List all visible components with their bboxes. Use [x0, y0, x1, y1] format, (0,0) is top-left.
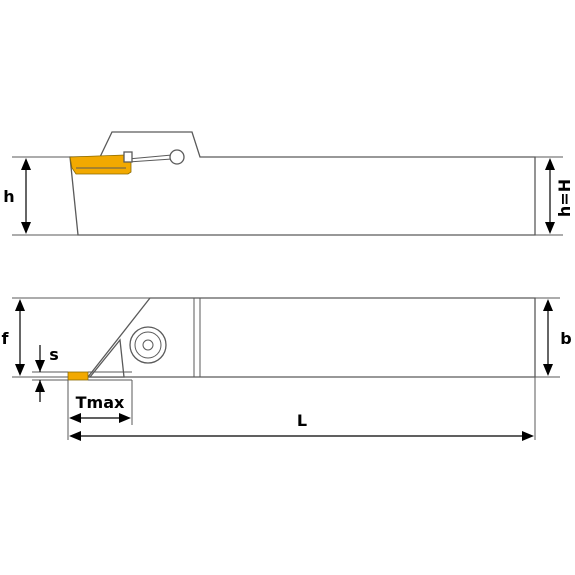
side-view-insert — [69, 154, 132, 175]
side-view — [69, 131, 536, 236]
top-view-insert — [67, 371, 89, 381]
label-length: L — [297, 411, 307, 430]
side-view-clamp-knob — [169, 149, 185, 165]
label-h: h — [3, 187, 14, 206]
dimension-s: s — [32, 345, 68, 402]
label-b: b — [560, 329, 571, 348]
top-view — [67, 297, 536, 381]
label-f: f — [2, 329, 10, 348]
label-s: s — [49, 345, 59, 364]
top-view-screw-hex — [142, 339, 154, 351]
label-tmax: Tmax — [76, 393, 125, 412]
label-h-eq-H: h=H — [555, 179, 574, 217]
dimension-f: f — [2, 297, 150, 378]
top-view-screw-inner — [134, 331, 162, 359]
dimension-h-eq-H: h=H — [535, 156, 574, 236]
side-view-clamp-rod — [127, 154, 173, 160]
dimension-tmax: Tmax — [67, 380, 133, 440]
dimension-b: b — [535, 297, 572, 378]
top-view-blade — [88, 338, 125, 378]
dimension-length: L — [69, 377, 536, 441]
dimension-h: h — [3, 156, 78, 236]
side-view-clamp-rod-2 — [127, 158, 173, 163]
side-view-clamp-block — [123, 151, 133, 163]
side-view-shank — [69, 131, 536, 236]
